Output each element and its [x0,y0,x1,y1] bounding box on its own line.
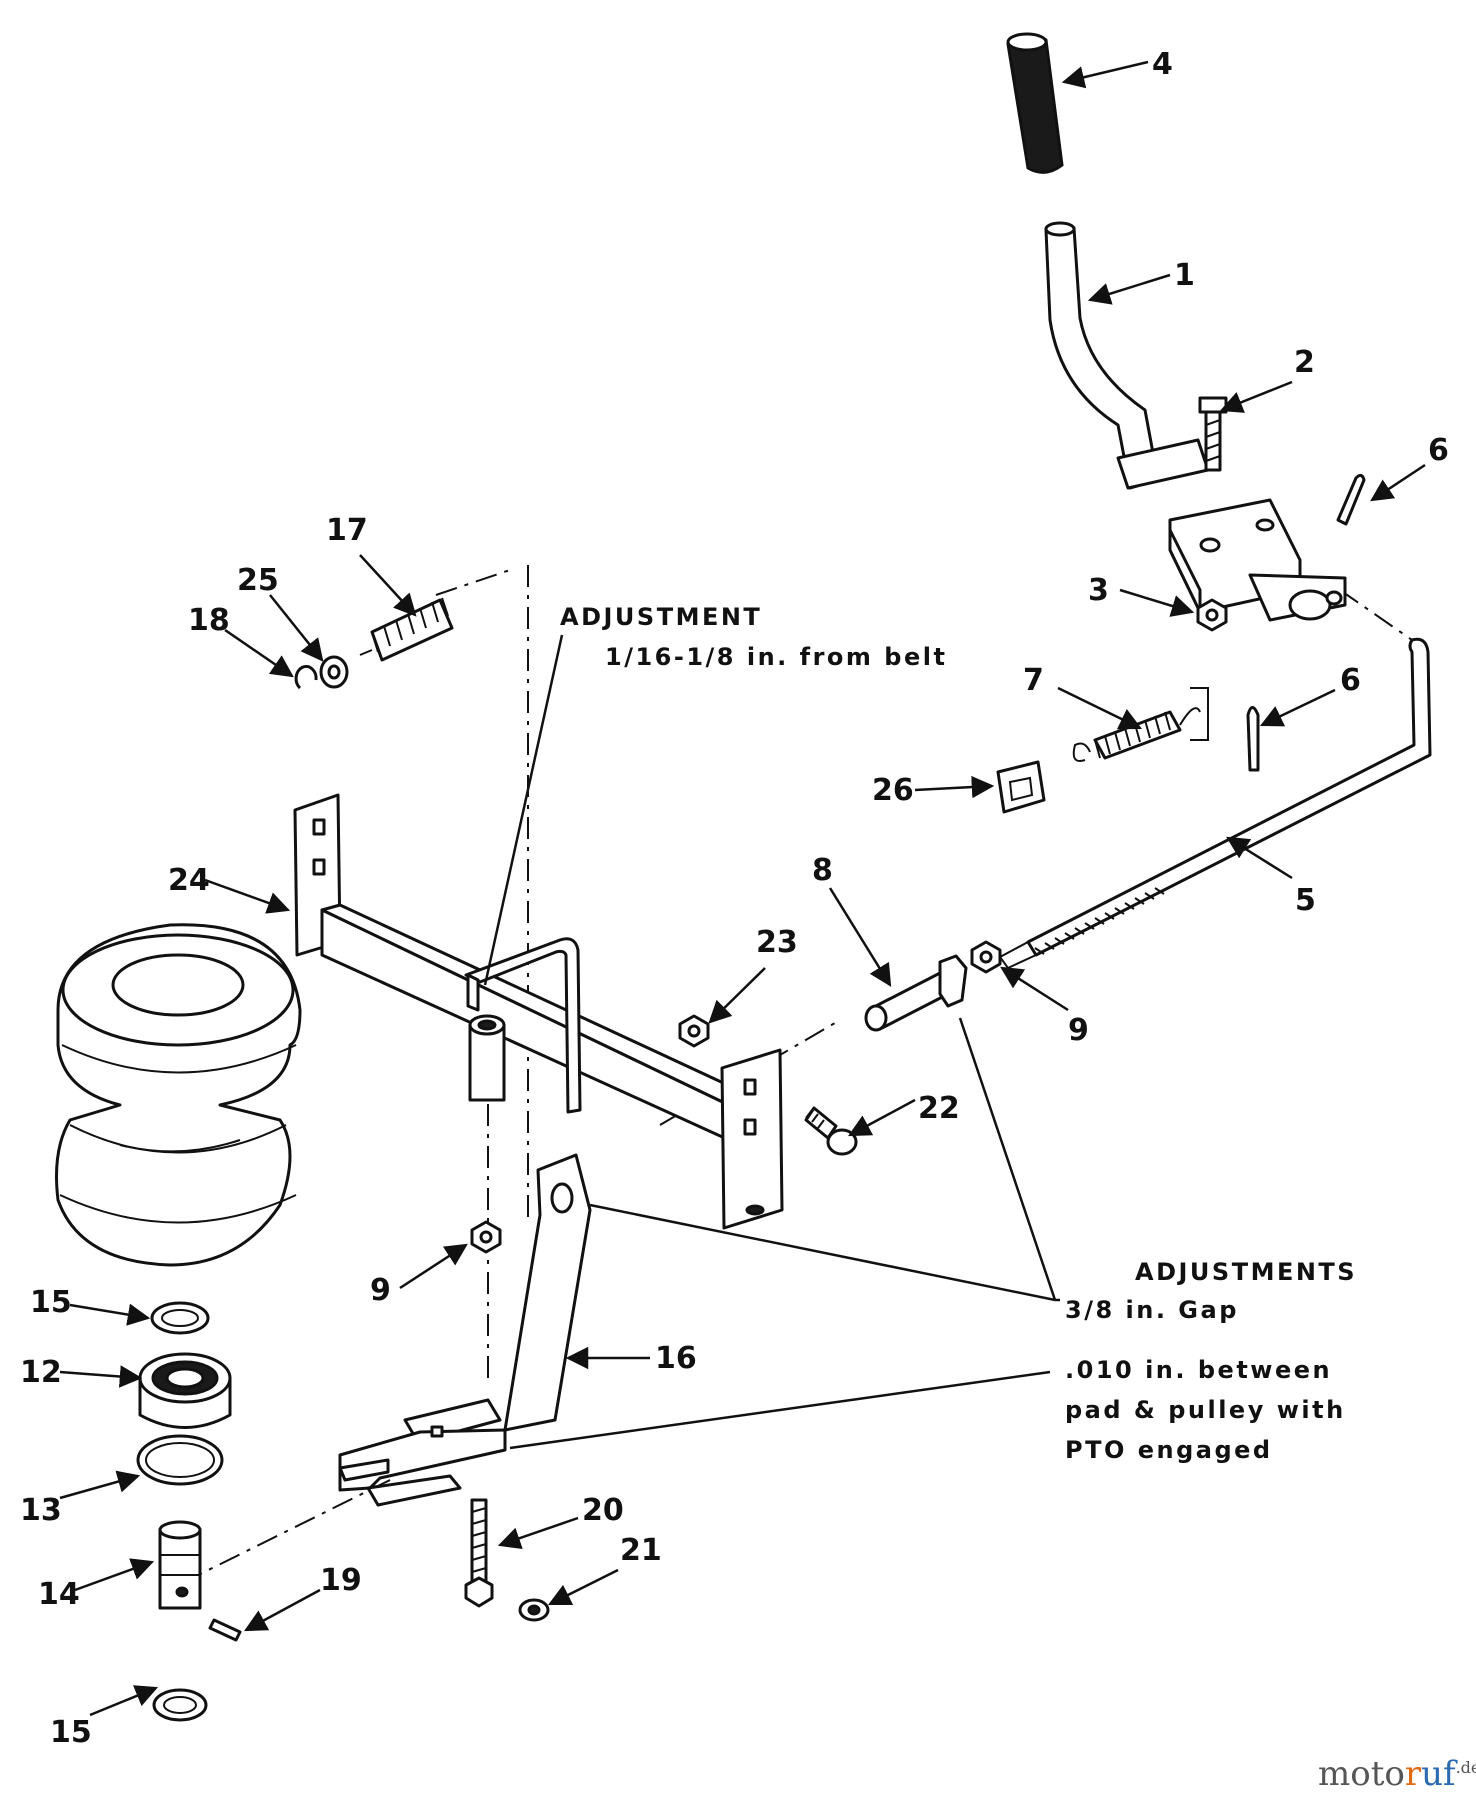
carriage-bolt [464,1498,494,1608]
callout-2: 2 [1294,345,1315,380]
cotter-pin-lower [1246,706,1260,772]
snap-ring-lower [152,1688,208,1722]
retaining-ring [136,1434,224,1486]
callout-6-lower: 6 [1340,663,1361,698]
callout-numbers: 4 1 2 6 3 6 7 26 5 8 9 23 22 24 17 25 18… [20,47,1449,1750]
pto-lever [1044,221,1210,490]
callout-9-lower: 9 [370,1273,391,1308]
bearing [138,1352,232,1429]
washer-25 [319,655,349,689]
snap-ring-upper [150,1301,210,1335]
compression-spring [359,597,454,662]
idler-pulley [55,923,302,1267]
callout-15-lower: 15 [50,1715,92,1750]
callout-14: 14 [38,1577,80,1612]
retaining-clip-18 [294,665,318,690]
callout-26: 26 [872,773,914,808]
watermark: motoruf.de [1318,1754,1476,1794]
nut-9-lower [470,1220,502,1254]
callout-16: 16 [655,1341,697,1376]
callout-12: 12 [20,1355,62,1390]
clearance-line-2: pad & pulley with [1065,1396,1346,1424]
clearance-line-3: PTO engaged [1065,1436,1273,1464]
watermark-part-1: moto [1318,1754,1405,1794]
adjustment-value: 1/16-1/8 in. from belt [605,643,947,671]
extension-spring [1072,707,1201,762]
callout-19: 19 [320,1563,362,1598]
gap-note: 3/8 in. Gap [1065,1296,1239,1324]
idler-arm [338,1153,592,1507]
adjustments-title: ADJUSTMENTS [1135,1258,1357,1286]
adjustment-title: ADJUSTMENT [560,603,762,631]
adjustment-leaders [483,634,1060,1450]
bolt-22 [804,1106,858,1156]
control-rod [998,637,1432,970]
callout-4: 4 [1152,47,1173,82]
callout-9-upper: 9 [1068,1013,1089,1048]
nut-9-upper [970,940,1002,974]
lock-washer [518,1598,550,1622]
callout-3: 3 [1088,573,1109,608]
pin-8 [864,954,968,1032]
watermark-suffix: .de [1456,1758,1476,1777]
pivot-bracket [1168,498,1347,622]
callout-arrows [59,60,1426,1717]
callout-18: 18 [188,603,230,638]
callout-1: 1 [1174,258,1195,293]
cotter-pin-upper [1336,473,1366,526]
callout-21: 21 [620,1533,662,1568]
callout-8: 8 [812,853,833,888]
watermark-part-2: r [1405,1754,1422,1794]
grip [1006,32,1064,174]
nut-3 [1196,598,1228,632]
callout-20: 20 [582,1493,624,1528]
callout-13: 13 [20,1493,62,1528]
nut-23 [678,1014,710,1048]
watermark-part-3: uf [1421,1754,1458,1794]
callout-25: 25 [237,563,279,598]
clearance-line-1: .010 in. between [1065,1356,1332,1384]
callout-22: 22 [918,1091,960,1126]
svg-text:motoruf.de: motoruf.de [1318,1754,1476,1794]
main-bracket [293,793,784,1230]
spacer-boss [468,1014,506,1102]
callout-23: 23 [756,925,798,960]
clip-26 [996,760,1046,814]
adjustment-notes: ADJUSTMENT 1/16-1/8 in. from belt ADJUST… [560,603,1357,1464]
callout-7: 7 [1023,663,1044,698]
callout-24: 24 [168,863,210,898]
bolt-2 [1198,396,1228,472]
callout-6-upper: 6 [1428,433,1449,468]
callout-5: 5 [1295,883,1316,918]
shaft [158,1520,202,1610]
roll-pin [208,1618,242,1642]
callout-15-upper: 15 [30,1285,72,1320]
callout-17: 17 [326,513,368,548]
